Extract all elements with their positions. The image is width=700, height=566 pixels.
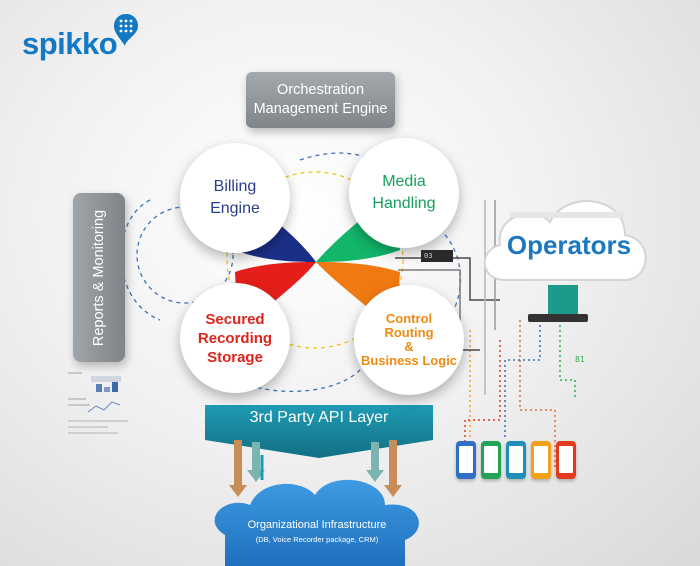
operators-label: Operators xyxy=(506,230,632,260)
smartphone-icon xyxy=(481,441,501,479)
infrastructure-subtitle: (DB, Voice Recorder package, CRM) xyxy=(255,535,379,544)
reports-monitoring-panel: Reports & Monitoring xyxy=(73,193,125,362)
circuit-tag: 03 xyxy=(421,250,453,262)
infrastructure-title: Organizational Infrastructure xyxy=(247,519,387,531)
control-line1: Control xyxy=(385,311,433,326)
billing-engine-node: Billing Engine xyxy=(180,143,290,253)
control-line2: Routing xyxy=(384,325,434,340)
orchestration-banner: Orchestration Management Engine xyxy=(246,72,395,128)
smartphone-icon xyxy=(531,441,551,479)
operators-cloud-icon xyxy=(483,200,647,322)
secured-line3: Storage xyxy=(207,348,263,366)
api-layer-label: 3rd Party API Layer xyxy=(249,409,389,426)
chat-bubble-icon xyxy=(114,14,138,46)
secured-line2: Recording xyxy=(197,329,273,347)
smartphone-icon xyxy=(556,441,576,479)
orchestration-line2: Management Engine xyxy=(253,101,388,117)
reports-monitoring-label: Reports & Monitoring xyxy=(91,209,108,346)
billing-line1: Billing xyxy=(213,178,257,195)
smartphone-icon xyxy=(456,441,476,479)
control-routing-node: Control Routing & Business Logic xyxy=(354,285,464,395)
secured-recording-storage-node: Secured Recording Storage xyxy=(180,283,290,393)
report-thumbnail-icon xyxy=(68,372,128,434)
media-line2: Handling xyxy=(372,195,436,212)
infrastructure-cloud-icon xyxy=(214,479,419,566)
media-handling-node: Media Handling xyxy=(349,138,459,248)
data-flow-arrows xyxy=(229,440,402,497)
circuit-number: 81 xyxy=(575,355,585,364)
secured-line1: Secured xyxy=(205,310,265,328)
media-line1: Media xyxy=(382,173,426,190)
billing-line2: Engine xyxy=(210,200,260,217)
control-line4: Business Logic xyxy=(360,353,458,368)
brand-logo: spikko xyxy=(22,26,118,61)
control-line3: & xyxy=(404,339,414,354)
orchestration-line1: Orchestration xyxy=(276,82,365,98)
smartphone-icon xyxy=(506,441,526,479)
